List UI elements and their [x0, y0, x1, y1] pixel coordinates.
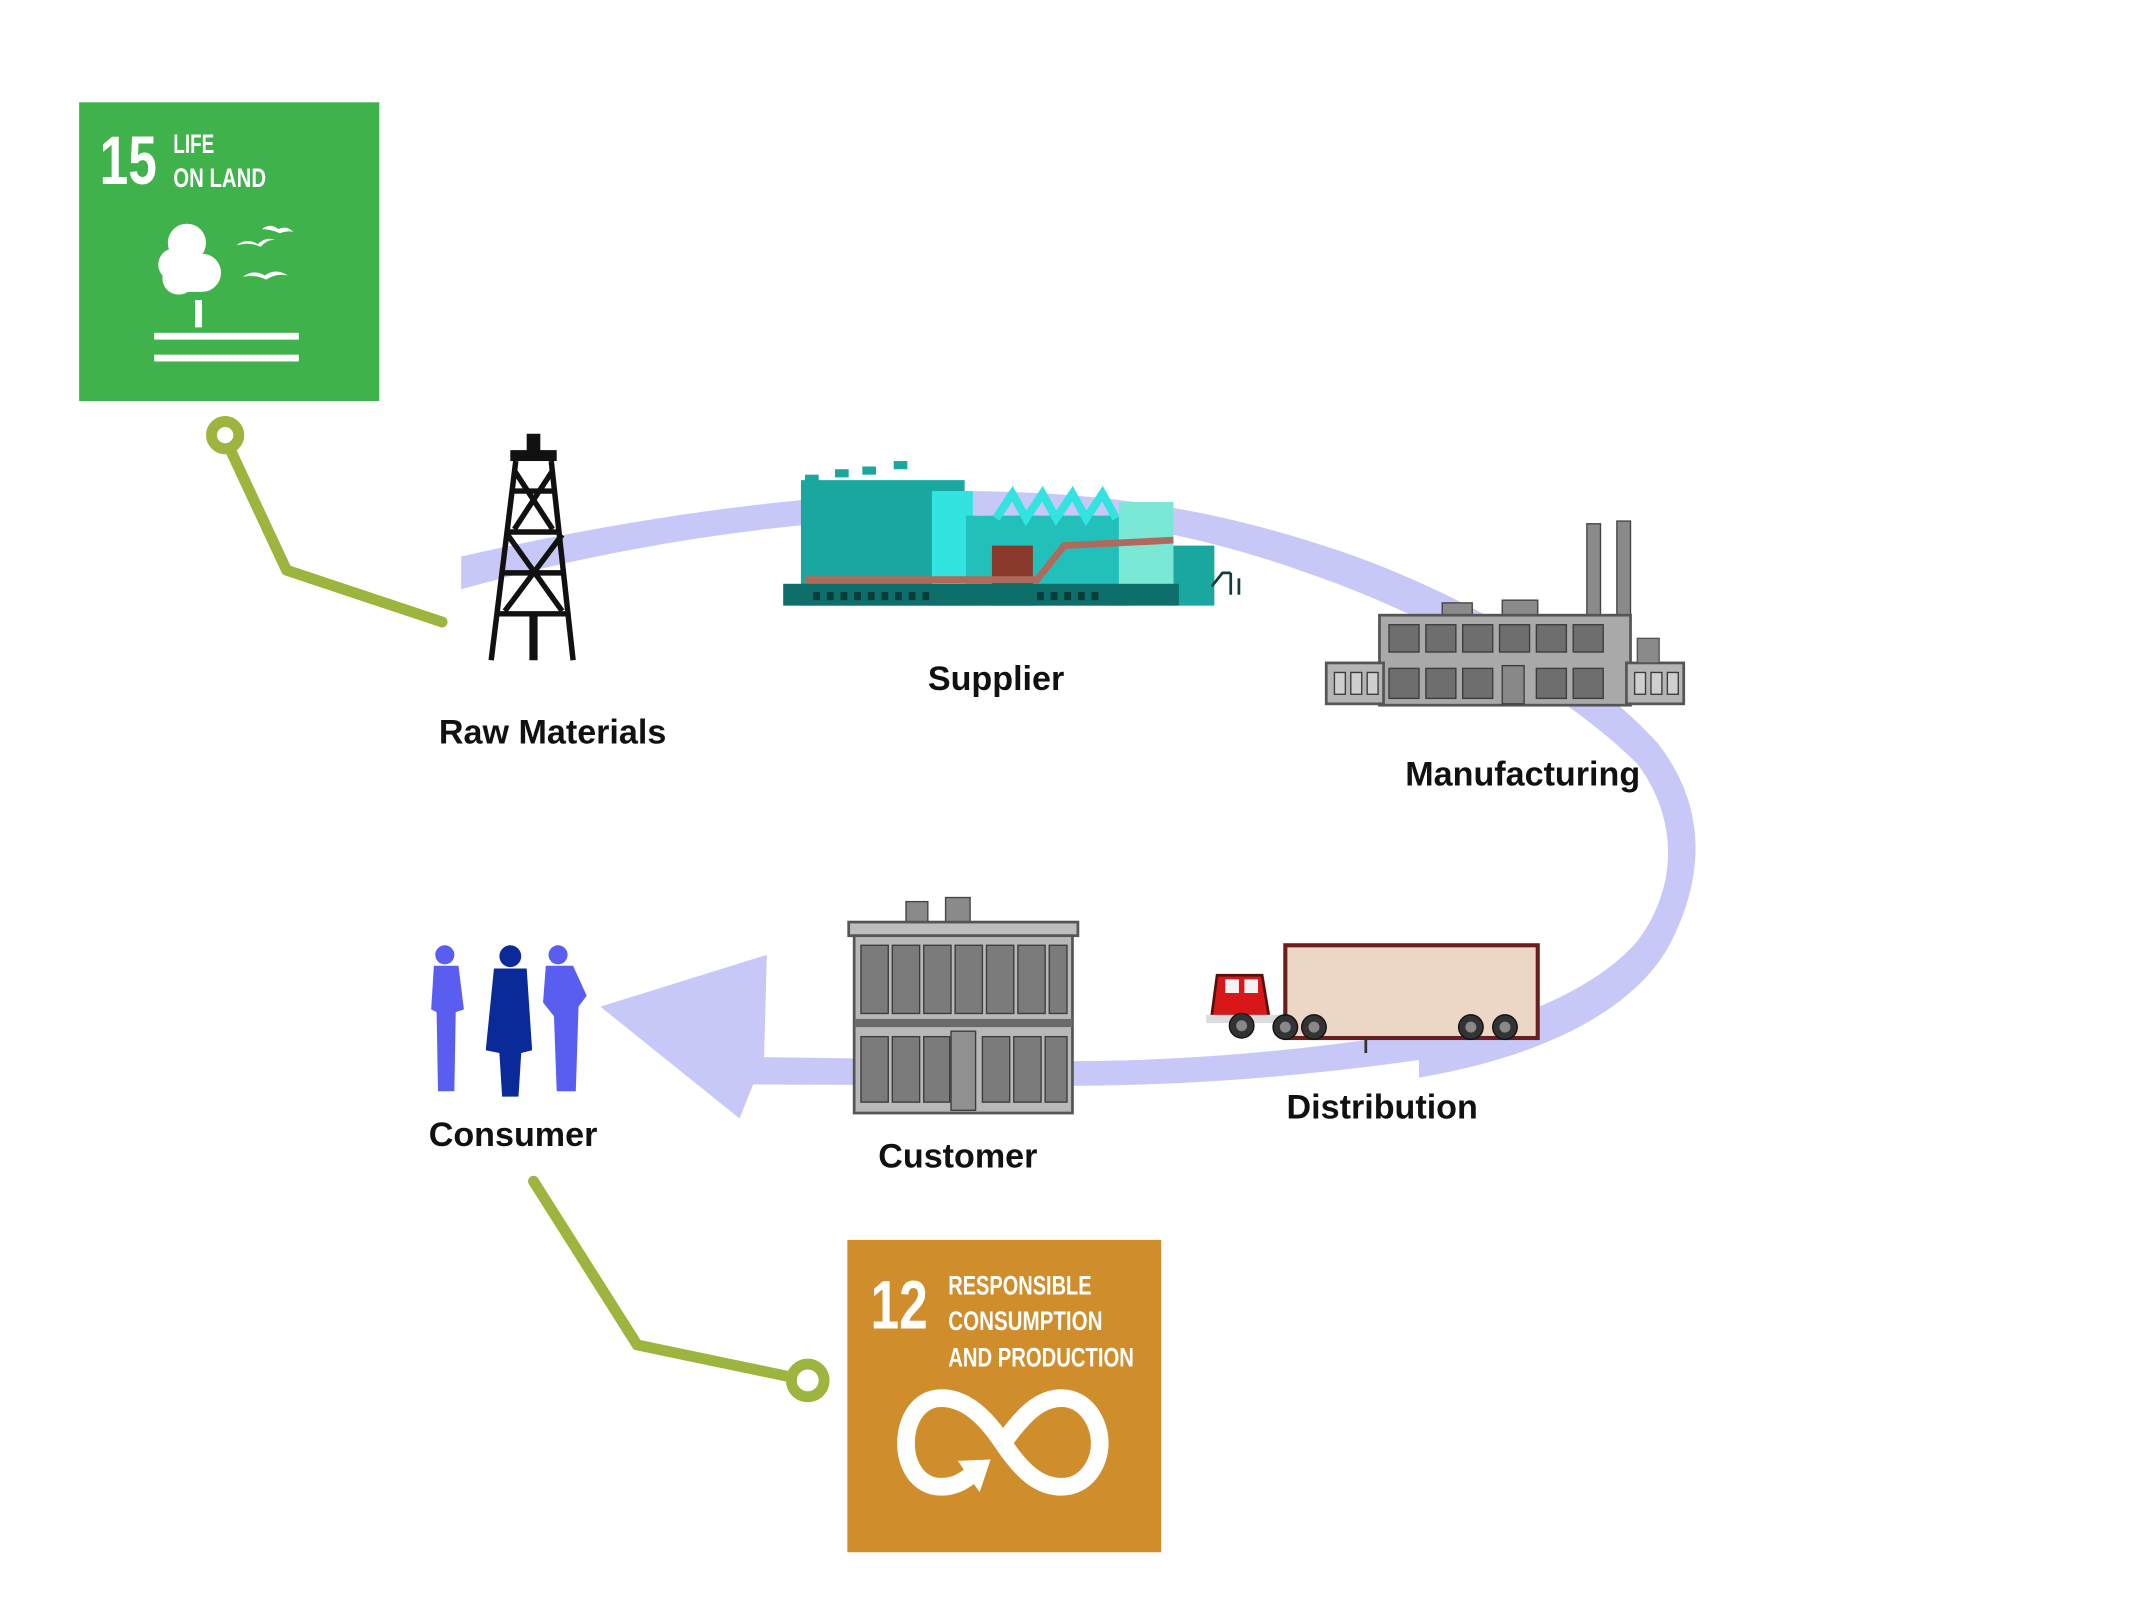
store-building-icon [847, 896, 1080, 1115]
stage-label-manufacturing: Manufacturing [1405, 756, 1640, 794]
sdg15-title-line-1: LIFE [173, 128, 214, 159]
tree-and-birds-icon [154, 223, 299, 362]
infinity-loop-arrow-icon [897, 1389, 1109, 1496]
sdg12-badge[interactable]: 12 RESPONSIBLE CONSUMPTION AND PRODUCTIO… [847, 1239, 1162, 1553]
flow-band-upper [461, 491, 1696, 1078]
connector-line [528, 1175, 800, 1384]
stage-label-customer: Customer [878, 1138, 1037, 1176]
sdg15-badge[interactable]: 15 LIFE ON LAND [79, 102, 380, 402]
stage-label-supplier: Supplier [928, 660, 1064, 698]
stage-label-distribution: Distribution [1287, 1089, 1478, 1127]
sdg12-title-line-2: CONSUMPTION [948, 1305, 1102, 1336]
oil-derrick-icon [488, 433, 576, 661]
sdg15-number: 15 [100, 123, 157, 199]
stage-label-raw-materials: Raw Materials [439, 713, 666, 751]
connector-sdg15 [206, 416, 448, 628]
connector-line [223, 441, 448, 628]
sdg12-title-line-3: AND PRODUCTION [948, 1342, 1134, 1373]
flow-band [461, 491, 1696, 1119]
stage-customer[interactable]: Customer [847, 896, 1080, 1176]
stage-consumer[interactable]: Consumer [429, 945, 598, 1154]
semi-truck-icon [1206, 943, 1540, 1054]
sdg12-background [847, 1239, 1162, 1553]
stage-manufacturing[interactable]: Manufacturing [1324, 520, 1686, 794]
sdg12-number: 12 [871, 1268, 928, 1344]
factory-icon [1324, 520, 1686, 707]
connector-endpoint-ring [206, 416, 245, 455]
sdg15-background [79, 102, 380, 402]
connector-endpoint-ring [785, 1358, 830, 1403]
stage-raw-materials[interactable]: Raw Materials [439, 433, 666, 752]
connector-sdg12 [528, 1175, 830, 1403]
people-group-icon [431, 945, 587, 1097]
sdg15-title-line-2: ON LAND [173, 162, 266, 193]
stage-distribution[interactable]: Distribution [1206, 943, 1540, 1127]
flow-band-lower [600, 954, 1440, 1119]
stage-label-consumer: Consumer [429, 1116, 598, 1154]
industrial-plant-icon [783, 461, 1241, 606]
stage-supplier[interactable]: Supplier [783, 461, 1241, 698]
sdg12-title-line-1: RESPONSIBLE [948, 1269, 1091, 1300]
